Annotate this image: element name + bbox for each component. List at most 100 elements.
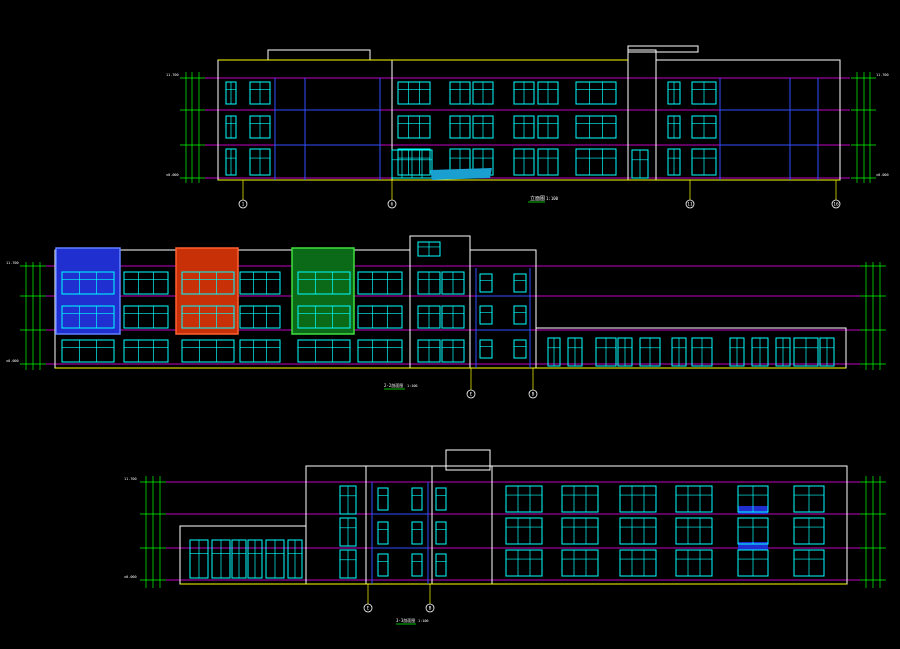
- level-tag: 11.700: [876, 73, 889, 77]
- level-tag: 11.700: [6, 261, 19, 265]
- window: [575, 148, 617, 176]
- window: [239, 339, 281, 363]
- axis-label: B: [429, 606, 432, 612]
- structural-frame: [274, 78, 819, 180]
- window: [181, 271, 235, 295]
- drawing-scale: 1:100: [418, 619, 429, 623]
- window: [435, 553, 447, 577]
- window: [357, 305, 403, 329]
- window: [505, 549, 543, 577]
- window: [377, 521, 389, 545]
- right-dimension-column: [860, 262, 886, 370]
- left-dimension-column: [140, 476, 166, 588]
- axis-label: E: [367, 606, 370, 612]
- axis-labels: 1 6 11 16: [242, 202, 839, 208]
- elevation-1: 1 6 11 16 立面图 1:100 11.700 ±0.000 11.700…: [166, 45, 889, 209]
- drawing-scale: 1:100: [407, 384, 418, 388]
- axis-label: 1: [242, 202, 245, 208]
- window: [297, 339, 351, 363]
- level-tag: ±0.000: [6, 359, 19, 363]
- drawing-scale: 1:100: [546, 196, 559, 201]
- building-outline: [179, 449, 848, 585]
- hatched-panel-red: [175, 247, 239, 335]
- axis-bubbles: [466, 389, 538, 399]
- level-tag: ±0.000: [876, 173, 889, 177]
- window: [411, 553, 423, 577]
- drawing-title: 2-2剖面图: [384, 382, 403, 388]
- window: [575, 81, 617, 105]
- window: [61, 339, 115, 363]
- window: [239, 271, 281, 295]
- window: [61, 305, 115, 329]
- window: [513, 273, 527, 293]
- window: [397, 81, 431, 105]
- building-outline: [217, 45, 841, 181]
- axis-label: 6: [391, 202, 394, 208]
- window: [479, 305, 493, 325]
- window: [297, 271, 351, 295]
- level-tag: ±0.000: [166, 173, 179, 177]
- window: [357, 271, 403, 295]
- axis-label: 16: [833, 202, 839, 208]
- elevation-3: E B 3-3剖面图 1:100 11.700 ±0.000: [124, 449, 886, 625]
- window: [181, 339, 235, 363]
- window-group: [189, 485, 825, 579]
- window: [435, 521, 447, 545]
- stair-section: [371, 482, 429, 584]
- drawing-title: 立面图: [530, 195, 545, 202]
- window: [675, 549, 713, 577]
- hatched-panel-green: [291, 247, 355, 335]
- axis-bubbles: [363, 603, 435, 613]
- blue-panel: [738, 542, 768, 550]
- window: [123, 305, 169, 329]
- window: [561, 517, 599, 545]
- window-group: [61, 241, 835, 367]
- left-dimension-column: [20, 262, 46, 370]
- level-tag: 11.700: [166, 73, 179, 77]
- window: [575, 115, 617, 139]
- level-tag: ±0.000: [124, 575, 137, 579]
- window: [397, 148, 431, 176]
- window: [239, 305, 281, 329]
- window: [513, 305, 527, 325]
- window: [357, 339, 403, 363]
- axis-label: 11: [687, 202, 693, 208]
- window: [479, 273, 493, 293]
- window: [675, 517, 713, 545]
- entrance-ramp: [430, 168, 492, 180]
- window: [619, 517, 657, 545]
- window: [397, 115, 431, 139]
- window-group: [225, 81, 717, 179]
- window: [675, 485, 713, 513]
- axis-label: B: [532, 392, 535, 398]
- hatched-panel-blue: [55, 247, 121, 335]
- window: [181, 305, 235, 329]
- window: [619, 549, 657, 577]
- window: [411, 487, 423, 511]
- window: [561, 485, 599, 513]
- axis-label: E: [470, 392, 473, 398]
- axis-grid-lines: [470, 368, 534, 390]
- window: [123, 271, 169, 295]
- window: [479, 339, 493, 359]
- window: [123, 339, 169, 363]
- window: [411, 521, 423, 545]
- window: [505, 517, 543, 545]
- window: [619, 485, 657, 513]
- stair-section: [475, 268, 531, 368]
- elevation-2: E B 2-2剖面图 1:100 11.700 ±0.000: [6, 235, 886, 399]
- level-tag: 11.700: [124, 477, 137, 481]
- window: [561, 549, 599, 577]
- right-dimension-column: [851, 72, 876, 183]
- axis-grid-lines: [242, 180, 837, 200]
- left-dimension-column: [180, 72, 205, 183]
- window: [377, 553, 389, 577]
- right-dimension-column: [860, 476, 886, 588]
- window: [297, 305, 351, 329]
- axis-grid-lines: [367, 584, 431, 604]
- axis-bubbles: [238, 199, 841, 209]
- window: [61, 271, 115, 295]
- window: [513, 339, 527, 359]
